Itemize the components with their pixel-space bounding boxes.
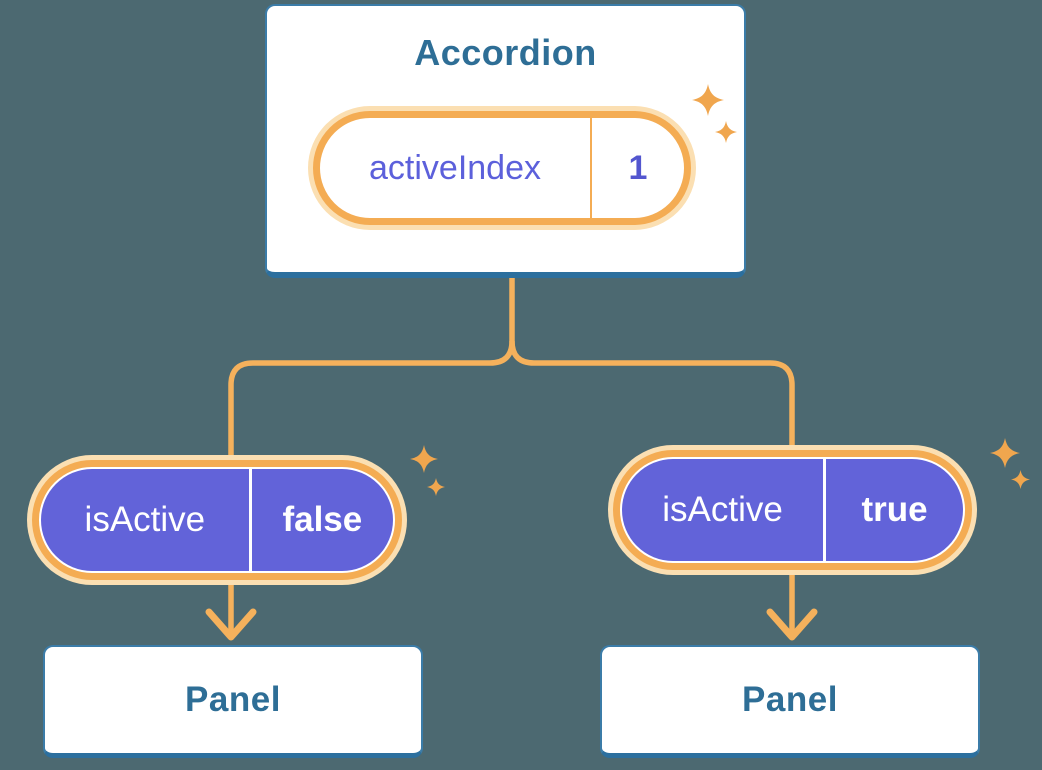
state-pill: activeIndex 1 — [308, 106, 696, 230]
prop-pill-fill: isActive false — [41, 469, 393, 571]
prop-pill-ring: isActive true — [613, 450, 972, 570]
prop-name: isActive — [662, 490, 783, 529]
pill-divider — [590, 118, 592, 218]
state-name: activeIndex — [369, 148, 541, 187]
accordion-title: Accordion — [414, 32, 597, 73]
sparkle-icon — [1011, 470, 1030, 489]
prop-value: false — [282, 500, 363, 539]
sparkle-icon — [410, 445, 438, 473]
pill-divider — [248, 469, 252, 571]
accordion-card: Accordion activeIndex 1 — [265, 4, 746, 278]
state-value: 1 — [628, 148, 648, 187]
sparkle-icon — [692, 84, 724, 116]
pill-divider — [823, 459, 827, 561]
arrow-down-icon — [766, 608, 818, 641]
sparkle-icon — [715, 121, 737, 143]
prop-value: true — [861, 490, 928, 529]
prop-name: isActive — [84, 500, 206, 539]
panel-card-left: Panel — [43, 645, 423, 758]
arrow-down-icon — [205, 608, 257, 641]
state-pill-body: activeIndex 1 — [313, 111, 691, 225]
prop-pill-fill: isActive true — [622, 459, 963, 561]
branch-path-right — [509, 340, 795, 634]
sparkle-icon — [990, 438, 1020, 468]
prop-pill-left: isActive false — [27, 455, 407, 585]
sparkle-icon — [427, 478, 445, 496]
panel-card-right: Panel — [600, 645, 980, 758]
prop-pill-right: isActive true — [608, 445, 977, 575]
prop-pill-ring: isActive false — [32, 460, 402, 580]
